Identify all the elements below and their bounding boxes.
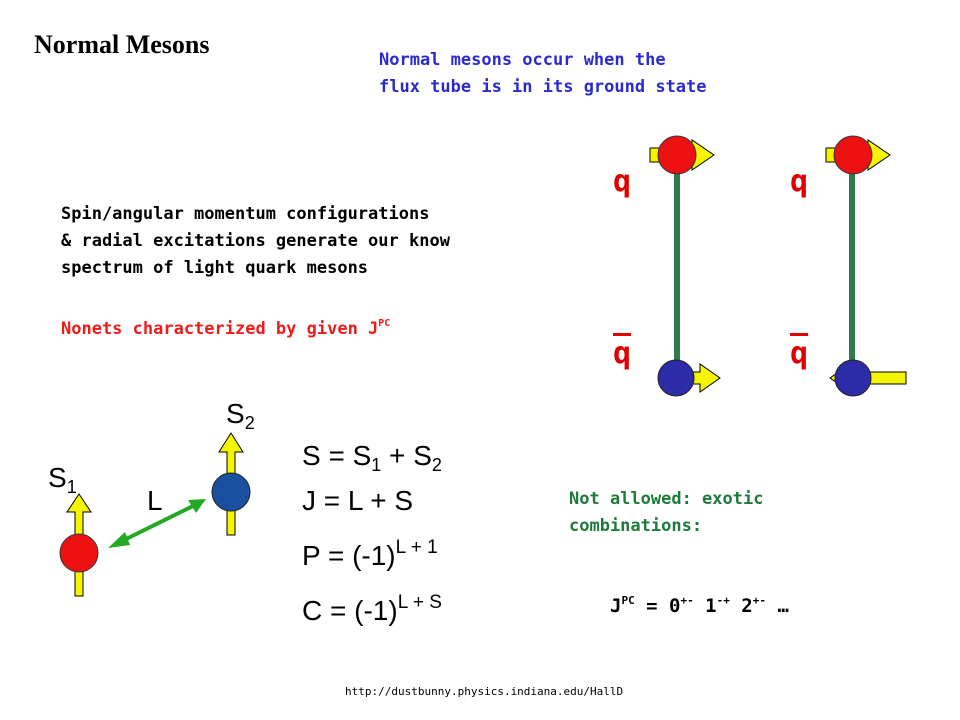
exotic-value-1: 1	[693, 595, 717, 617]
l-arrow-shaft	[119, 503, 196, 544]
s1-base: S	[48, 462, 67, 493]
equation-c-sup: L + S	[397, 592, 442, 613]
spin-note: Spin/angular momentum configurations & r…	[61, 201, 450, 282]
particle-1	[59, 533, 99, 573]
exotic-ellipsis: …	[766, 595, 789, 617]
quark-label-2: q	[790, 164, 809, 199]
s1-label: S1	[48, 462, 77, 498]
equation-j: J = L + S	[302, 485, 414, 516]
exotic-parity-2: +-	[752, 594, 766, 607]
equation-c: C = (-1)L + S	[302, 592, 442, 627]
quark-label-1: q	[613, 164, 632, 199]
antiquark-label-1: q	[613, 336, 632, 371]
exotic-parity-1: -+	[716, 594, 730, 607]
equation-s-sub2: 2	[431, 455, 442, 475]
not-allowed-line-2: combinations:	[569, 516, 703, 536]
equation-s: S = S1 + S2	[302, 440, 442, 476]
spin-note-line-2: & radial excitations generate our know	[61, 231, 450, 251]
exotic-parity-0: +-	[680, 594, 694, 607]
spin-note-line-3: spectrum of light quark mesons	[61, 258, 369, 278]
equation-s-a: S = S	[302, 440, 372, 471]
s2-label: S2	[226, 398, 255, 434]
flux-tube-1	[649, 135, 721, 397]
antiquark-label-2: q	[790, 336, 809, 371]
ground-state-note: Normal mesons occur when the flux tube i…	[379, 47, 707, 101]
particle-2	[211, 472, 251, 512]
ground-state-line-2: flux tube is in its ground state	[379, 77, 707, 97]
exotic-j-superscript: PC	[621, 594, 635, 607]
exotic-j: J	[610, 595, 622, 617]
equation-p-sup: L + 1	[395, 537, 438, 558]
page-title: Normal Mesons	[34, 30, 210, 59]
l-arrow-head-left	[108, 532, 130, 548]
flux-tube-2	[825, 135, 907, 397]
equation-p-a: P = (-1)	[302, 540, 396, 571]
ground-state-line-1: Normal mesons occur when the	[379, 50, 666, 70]
flux-tube-1-string	[674, 168, 680, 378]
nonets-note: Nonets characterized by given JPC	[61, 318, 390, 339]
s2-sub: 2	[244, 413, 255, 433]
flux-tube-1-antiquark	[657, 359, 695, 397]
flux-tube-1-quark	[657, 135, 697, 175]
nonets-text: Nonets characterized by given J	[61, 319, 379, 339]
spin-note-line-1: Spin/angular momentum configurations	[61, 204, 430, 224]
exotic-combinations: JPC = 0+- 1-+ 2+- …	[610, 594, 789, 617]
equation-s-sub1: 1	[371, 455, 382, 475]
flux-tube-2-antiquark	[834, 359, 872, 397]
source-url: http://dustbunny.physics.indiana.edu/Hal…	[345, 685, 624, 698]
angular-momentum-arrow	[108, 499, 206, 548]
exotic-value-2: 2	[729, 595, 753, 617]
nonets-superscript: PC	[378, 318, 391, 329]
flux-tube-2-string	[849, 168, 855, 378]
spin-diagram	[59, 432, 251, 597]
equation-s-b: + S	[381, 440, 432, 471]
s1-sub: 1	[66, 477, 77, 497]
not-allowed-note: Not allowed: exotic combinations:	[569, 486, 763, 540]
l-arrow-head-right	[188, 499, 206, 513]
l-label: L	[147, 485, 163, 516]
equation-c-a: C = (-1)	[302, 595, 398, 626]
not-allowed-line-1: Not allowed: exotic	[569, 489, 764, 509]
s2-base: S	[226, 398, 245, 429]
exotic-value-0: = 0	[634, 595, 681, 617]
flux-tube-2-quark	[833, 135, 873, 175]
equation-p: P = (-1)L + 1	[302, 537, 438, 572]
